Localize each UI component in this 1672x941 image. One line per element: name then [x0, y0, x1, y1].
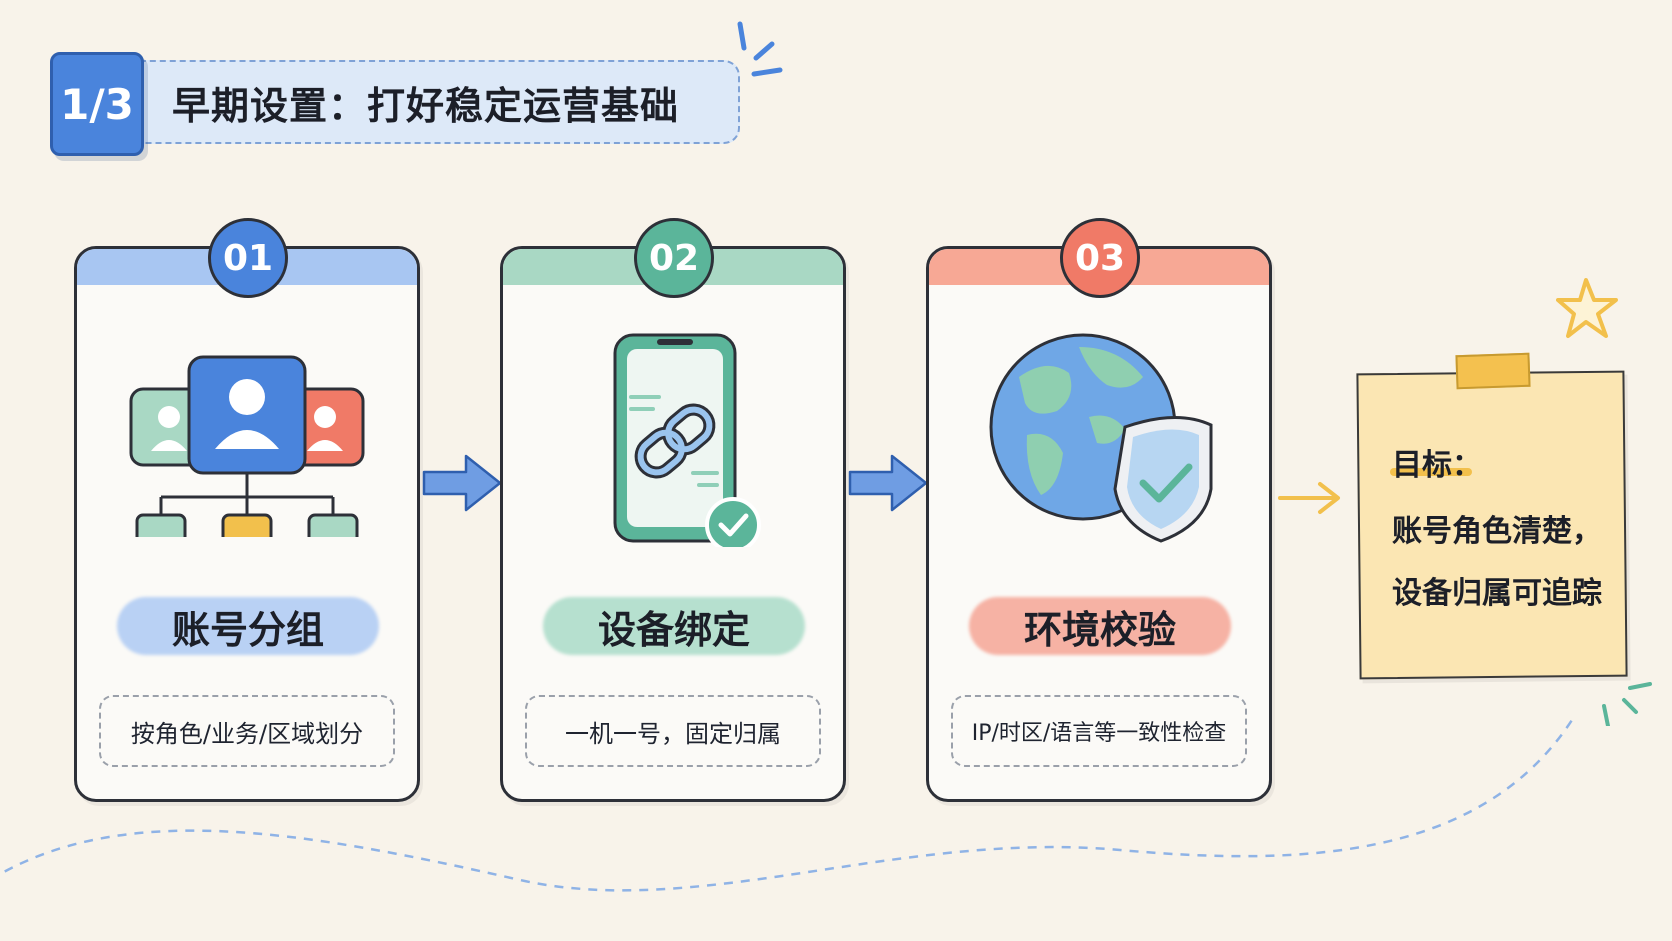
brush-highlight [969, 597, 1231, 655]
step-description: 一机一号，固定归属 [525, 695, 821, 767]
step-title: 环境校验 [1023, 607, 1176, 652]
goal-label: 目标： [1392, 448, 1482, 483]
card-title-wrap: 账号分组 [117, 589, 379, 663]
sparkle-icon [1602, 682, 1652, 726]
step-description: IP/时区/语言等一致性检查 [951, 695, 1247, 767]
flow-arrow-icon [422, 454, 502, 512]
account-group-icon [129, 355, 365, 537]
goal-arrow-icon [1278, 482, 1340, 514]
step-title: 账号分组 [171, 607, 324, 652]
phone-link-icon [613, 333, 761, 547]
step-number-badge: 03 [1060, 218, 1140, 298]
page-title: 早期设置：打好稳定运营基础 [172, 83, 680, 128]
step-card-environment-check: 环境校验 IP/时区/语言等一致性检查 [926, 246, 1272, 802]
card-title-wrap: 设备绑定 [543, 589, 805, 663]
step-number-badge: 02 [634, 218, 714, 298]
step-number-badge: 01 [208, 218, 288, 298]
brush-highlight [117, 597, 379, 655]
step-card-device-binding: 设备绑定 一机一号，固定归属 [500, 246, 846, 802]
tape-strip [1455, 352, 1531, 390]
step-card-account-group: 账号分组 按角色/业务/区域划分 [74, 246, 420, 802]
card-title-wrap: 环境校验 [969, 589, 1231, 663]
goal-line: 账号角色清楚， [1392, 514, 1602, 549]
goal-line: 设备归属可追踪 [1392, 576, 1602, 611]
globe-shield-icon [989, 333, 1213, 543]
flow-arrow-icon [848, 454, 928, 512]
step-description: 按角色/业务/区域划分 [99, 695, 395, 767]
goal-label-underline [1390, 468, 1472, 476]
step-title: 设备绑定 [597, 607, 750, 652]
brush-highlight [543, 597, 805, 655]
step-badge: 1/3 [50, 52, 144, 156]
sparkle-icon [737, 21, 783, 77]
star-icon [1556, 278, 1618, 338]
